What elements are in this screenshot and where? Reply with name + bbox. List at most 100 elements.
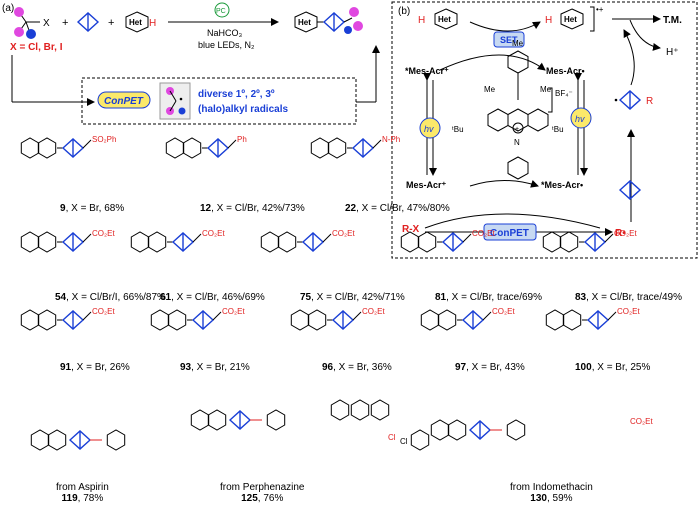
product-number: 93 <box>180 362 192 373</box>
mes-acr-plus: Mes-Acr⁺ <box>406 180 447 190</box>
svg-text:Cl: Cl <box>400 437 408 446</box>
radical-line-1: diverse 1º, 2º, 3º <box>198 89 275 100</box>
drug-source-label: from Perphenazine <box>220 482 305 493</box>
het-h-icon: Het <box>434 8 458 30</box>
product-conditions: , X = Cl/Br/I, 66%/87% <box>66 292 166 303</box>
x-choices-label: X = Cl, Br, I <box>10 42 63 53</box>
product-number: 54 <box>55 292 67 303</box>
product-number: 100 <box>575 362 592 373</box>
product-structure-96: CO₂Et <box>290 307 385 331</box>
product-caption-9: 9, X = Br, 68% <box>60 203 124 214</box>
product-number: 61 <box>160 292 172 303</box>
product-caption-97: 97, X = Br, 43% <box>455 362 525 373</box>
product-structure-61: CO₂Et <box>130 229 225 253</box>
panel-b: (b) H Het H Het •+ T.M. H⁺ SET *Mes-Acr⁺… <box>391 1 698 259</box>
product-icon: Het <box>294 7 363 34</box>
svg-text:+: + <box>108 17 114 29</box>
radical-line-2: (halo)alkyl radicals <box>198 104 288 115</box>
drug-source-label: from Indomethacin <box>510 482 593 493</box>
target-molecule-label: T.M. <box>663 15 682 26</box>
photocatalyst-icon: PC <box>214 2 230 18</box>
svg-text:CO₂Et: CO₂Et <box>630 417 653 426</box>
svg-text:CO₂Et: CO₂Et <box>202 229 225 238</box>
product-number: 83 <box>575 292 587 303</box>
product-structure-12: Ph <box>165 135 247 159</box>
svg-text:ᵗBu: ᵗBu <box>552 125 564 134</box>
panel-a: (a) X X = Cl, Br, I + + Het H PC Na <box>2 2 380 125</box>
product-caption-81: 81, X = Cl/Br, trace/69% <box>435 292 542 303</box>
drug-structure-125: Cl <box>190 399 396 442</box>
product-caption-61: 61, X = Cl/Br, 46%/69% <box>160 292 265 303</box>
rx-label: R-X <box>402 224 420 235</box>
svg-text:SO₂Ph: SO₂Ph <box>92 135 116 144</box>
product-conditions: , X = Br, 26% <box>71 362 130 373</box>
product-conditions: , X = Cl/Br, 46%/69% <box>171 292 265 303</box>
svg-text:Ph: Ph <box>237 135 247 144</box>
svg-text:ᵗBu: ᵗBu <box>452 125 464 134</box>
product-structure-100: CO₂Et <box>545 307 640 331</box>
product-conditions: , X = Cl/Br, 42%/73% <box>211 203 305 214</box>
svg-text:hv: hv <box>575 114 585 124</box>
product-conditions: , X = Cl/Br, 47%/80% <box>356 203 450 214</box>
mechanism-box <box>391 1 698 259</box>
svg-text:Het: Het <box>129 18 142 27</box>
svg-text:R: R <box>646 96 653 107</box>
product-number: 22 <box>345 203 357 214</box>
product-number: 81 <box>435 292 447 303</box>
svg-text:Het: Het <box>438 15 451 24</box>
hv-left-icon <box>419 117 441 139</box>
svg-text:+: + <box>515 126 519 133</box>
svg-text:Het: Het <box>564 15 577 24</box>
svg-text:CO₂Et: CO₂Et <box>614 229 637 238</box>
product-caption-96: 96, X = Br, 36% <box>322 362 392 373</box>
svg-text:hv: hv <box>424 124 434 134</box>
product-caption-22: 22, X = Cl/Br, 47%/80% <box>345 203 450 214</box>
product-number: 9 <box>60 203 66 214</box>
drug-structure-119 <box>30 429 126 451</box>
svg-text:Het: Het <box>298 18 311 27</box>
svg-text:CO₂Et: CO₂Et <box>617 307 640 316</box>
svg-text:SET: SET <box>500 35 518 45</box>
svg-text:N: N <box>514 138 520 147</box>
product-structure-91: CO₂Et <box>20 307 115 331</box>
product-yield: , 78% <box>77 493 104 504</box>
svg-text:H⁺: H⁺ <box>666 47 679 58</box>
conpet-badge <box>97 91 151 109</box>
product-number: 97 <box>455 362 467 373</box>
product-conditions: , X = Cl/Br, trace/49% <box>586 292 682 303</box>
svg-text:CO₂Et: CO₂Et <box>92 229 115 238</box>
svg-text:CO₂Et: CO₂Et <box>92 307 115 316</box>
product-caption-91: 91, X = Br, 26% <box>60 362 130 373</box>
product-conditions: , X = Br, 21% <box>191 362 250 373</box>
product-yield: , 59% <box>546 493 573 504</box>
r-radical-label: R• <box>615 228 626 239</box>
propellane-mech-icon <box>619 180 641 200</box>
product-number: 91 <box>60 362 72 373</box>
svg-text:H: H <box>545 15 552 26</box>
product-conditions: , X = Br, 68% <box>65 203 125 214</box>
svg-text:CO₂Et: CO₂Et <box>472 229 495 238</box>
svg-text:+: + <box>62 17 68 29</box>
bcp-radical-icon <box>619 90 641 110</box>
product-number: 119 <box>61 493 78 504</box>
hv-right-icon <box>570 107 592 129</box>
svg-text:Me: Me <box>540 85 552 94</box>
product-structure-22: N-Ph <box>310 135 400 159</box>
svg-text:•+: •+ <box>596 5 604 14</box>
svg-text:CO₂Et: CO₂Et <box>222 307 245 316</box>
product-conditions: , X = Br, 43% <box>466 362 525 373</box>
product-caption-83: 83, X = Cl/Br, trace/49% <box>575 292 682 303</box>
base-label: NaHCO₃ <box>207 28 243 38</box>
svg-text:H: H <box>149 18 156 29</box>
product-caption-100: 100, X = Br, 25% <box>575 362 650 373</box>
mes-acr-radical: Mes-Acr• <box>546 66 585 76</box>
product-structure-75: CO₂Et <box>260 229 355 253</box>
product-structure-97: CO₂Et <box>420 307 515 331</box>
conpet-mech-badge <box>483 223 537 241</box>
svg-text:N-Ph: N-Ph <box>382 135 400 144</box>
product-conditions: , X = Br, 25% <box>591 362 651 373</box>
het-radical-cation-icon: Het <box>560 8 584 30</box>
svg-text:CO₂Et: CO₂Et <box>362 307 385 316</box>
